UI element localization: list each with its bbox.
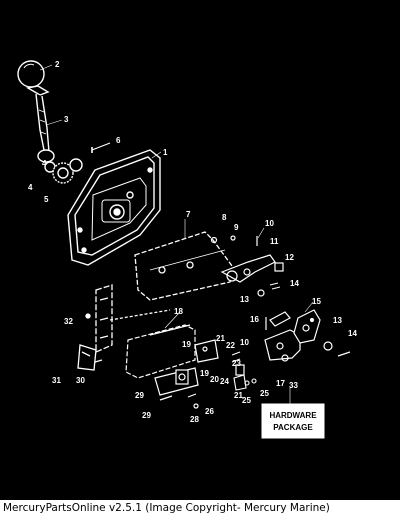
part-label: 1 (163, 148, 168, 157)
part-label: 4 (28, 183, 33, 192)
part-label: 4 (42, 159, 47, 168)
part-label: 33 (289, 381, 298, 390)
part-label: 29 (142, 411, 151, 420)
control-housing (67, 149, 161, 266)
part-label: 9 (234, 223, 239, 232)
hardware-package-line1: HARDWARE (269, 411, 317, 420)
part-label: 21 (234, 391, 243, 400)
part-label: 28 (190, 415, 199, 424)
control-handle (17, 60, 83, 184)
part-label: 13 (333, 316, 342, 325)
part-label: 19 (200, 369, 209, 378)
leader-lines (39, 64, 314, 404)
part-label: 14 (348, 329, 357, 338)
part-label: 15 (312, 297, 321, 306)
part-label: 18 (174, 307, 183, 316)
part-label: 29 (135, 391, 144, 400)
screw-part (91, 142, 111, 153)
part-label: 17 (276, 379, 285, 388)
part-label: 22 (226, 341, 235, 350)
detent-plates (264, 309, 351, 362)
part-label: 25 (260, 389, 269, 398)
part-label: 10 (265, 219, 274, 228)
part-label: 30 (76, 376, 85, 385)
mounting-bracket (77, 284, 171, 371)
neutral-switch-assembly (125, 324, 245, 379)
part-label: 8 (222, 213, 227, 222)
hardware-package-line2: PACKAGE (273, 423, 313, 432)
hardware-package-box: HARDWARE PACKAGE (261, 403, 325, 439)
pin-parts (210, 235, 236, 244)
parts-diagram-viewer: HARDWARE PACKAGE 2 3 6 1 4 4 5 7 8 9 10 … (0, 0, 400, 500)
part-label: 20 (210, 375, 219, 384)
part-label: 7 (186, 210, 191, 219)
part-label: 14 (290, 279, 299, 288)
small-hardware (233, 374, 257, 391)
part-label: 12 (285, 253, 294, 262)
part-label: 25 (242, 396, 251, 405)
part-label: 23 (232, 359, 241, 368)
part-label: 26 (205, 407, 214, 416)
part-label: 13 (240, 295, 249, 304)
part-label: 11 (270, 237, 279, 246)
part-label: 32 (64, 317, 73, 326)
part-label: 2 (55, 60, 60, 69)
part-number-labels: 2 3 6 1 4 4 5 7 8 9 10 11 12 14 13 15 16… (28, 60, 357, 424)
part-label: 24 (220, 377, 229, 386)
part-label: 16 (250, 315, 259, 324)
shift-arm (134, 231, 236, 301)
exploded-parts-diagram: HARDWARE PACKAGE 2 3 6 1 4 4 5 7 8 9 10 … (17, 60, 357, 439)
part-label: 19 (182, 340, 191, 349)
part-label: 21 (216, 334, 225, 343)
part-label: 6 (116, 136, 121, 145)
part-label: 10 (240, 338, 249, 347)
part-label: 3 (64, 115, 69, 124)
linkage-parts (220, 236, 284, 330)
part-label: 31 (52, 376, 61, 385)
copyright-caption: MercuryPartsOnline v2.5.1 (Image Copyrig… (0, 500, 400, 517)
lower-bracket (154, 367, 199, 409)
part-label: 5 (44, 195, 49, 204)
